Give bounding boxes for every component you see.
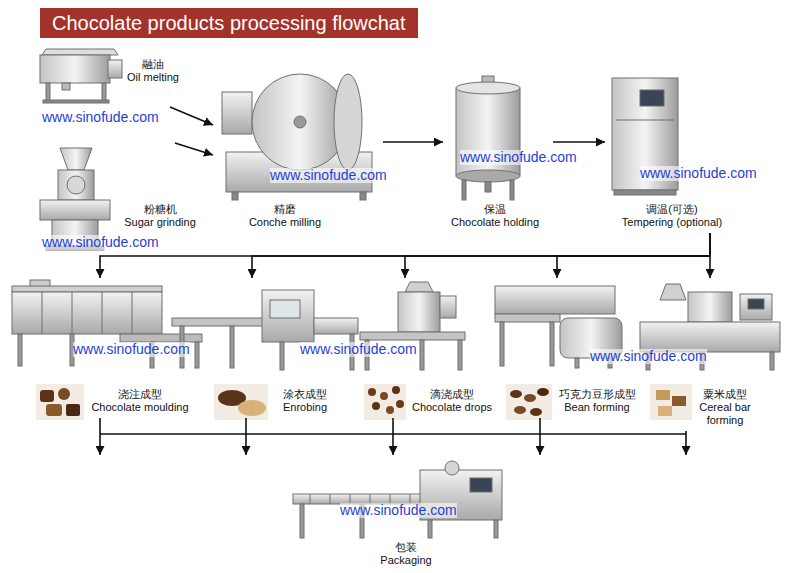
chinese-label: 融油 [127,58,179,71]
flow-arrow [170,107,213,125]
chinese-label: 粟米成型 [693,388,757,401]
flow-arrow [392,418,394,455]
flow-arrow [383,141,443,143]
chinese-label: 调温(可选) [622,203,722,216]
watermark: www.sinofude.com [460,150,577,165]
english-label: Enrobing [283,401,327,414]
flow-arrow [175,143,213,155]
watermark: www.sinofude.com [340,503,457,518]
label-group: 巧克力豆形成型Bean forming [559,388,636,414]
english-label: Cereal bar forming [693,401,757,427]
watermark: www.sinofude.com [300,342,417,357]
watermark: www.sinofude.com [270,168,387,183]
label-group: 保温Chocolate holding [451,203,539,229]
label-group: 包装Packaging [380,541,431,567]
english-label: Chocolate moulding [91,401,188,414]
label-group: 精磨Conche milling [249,203,321,229]
english-label: Tempering (optional) [622,216,722,229]
english-label: Chocolate holding [451,216,539,229]
watermark: www.sinofude.com [640,166,757,181]
flow-arrow [553,141,605,143]
bus-line [100,433,686,435]
flow-arrow [99,418,101,455]
chinese-label: 浇注成型 [91,388,188,401]
machine-node: 精磨Conche milling [213,72,383,233]
chinese-label: 滴浇成型 [412,388,492,401]
title-banner: Chocolate products processing flowchat [40,8,418,38]
english-label: Conche milling [249,216,321,229]
flow-arrow [100,233,710,278]
machine-node: 融油Oil melting [33,45,193,107]
english-label: Bean forming [559,401,636,414]
english-label: Oil melting [127,71,179,84]
machine-node: 巧克力豆形成型Bean forming [500,278,643,418]
chinese-label: 粉糖机 [124,203,196,216]
english-label: Packaging [380,554,431,567]
watermark: www.sinofude.com [42,235,159,250]
packaging-machine [293,461,502,538]
flow-arrow [709,233,711,278]
label-group: 浇注成型Chocolate moulding [91,388,188,414]
label-group: 粟米成型Cereal bar forming [693,388,757,427]
english-label: Chocolate drops [412,401,492,414]
flow-arrow [557,233,710,278]
watermark: www.sinofude.com [73,342,190,357]
chinese-label: 涂衣成型 [283,388,327,401]
machine-node: 调温(可选)Tempering (optional) [605,72,735,233]
chinese-label: 精磨 [249,203,321,216]
flow-arrow [245,418,247,455]
label-group: 粉糖机Sugar grinding [124,203,196,229]
chinese-label: 包装 [380,541,431,554]
english-label: Sugar grinding [124,216,196,229]
flow-arrow [539,418,541,455]
enrobing-line [172,290,358,370]
machine-node: 粉糖机Sugar grinding [33,143,203,233]
watermark: www.sinofude.com [590,349,707,364]
watermark: www.sinofude.com [42,110,159,125]
chinese-label: 巧克力豆形成型 [559,388,636,401]
flow-arrow [405,233,710,278]
flow-arrow [252,233,710,278]
chinese-label: 保温 [451,203,539,216]
label-group: 融油Oil melting [127,58,179,84]
label-group: 滴浇成型Chocolate drops [412,388,492,414]
oil-melting-machine [40,49,122,103]
holding-tank [456,76,520,200]
product-icons [36,384,692,420]
label-group: 涂衣成型Enrobing [283,388,327,414]
label-group: 调温(可选)Tempering (optional) [622,203,722,229]
